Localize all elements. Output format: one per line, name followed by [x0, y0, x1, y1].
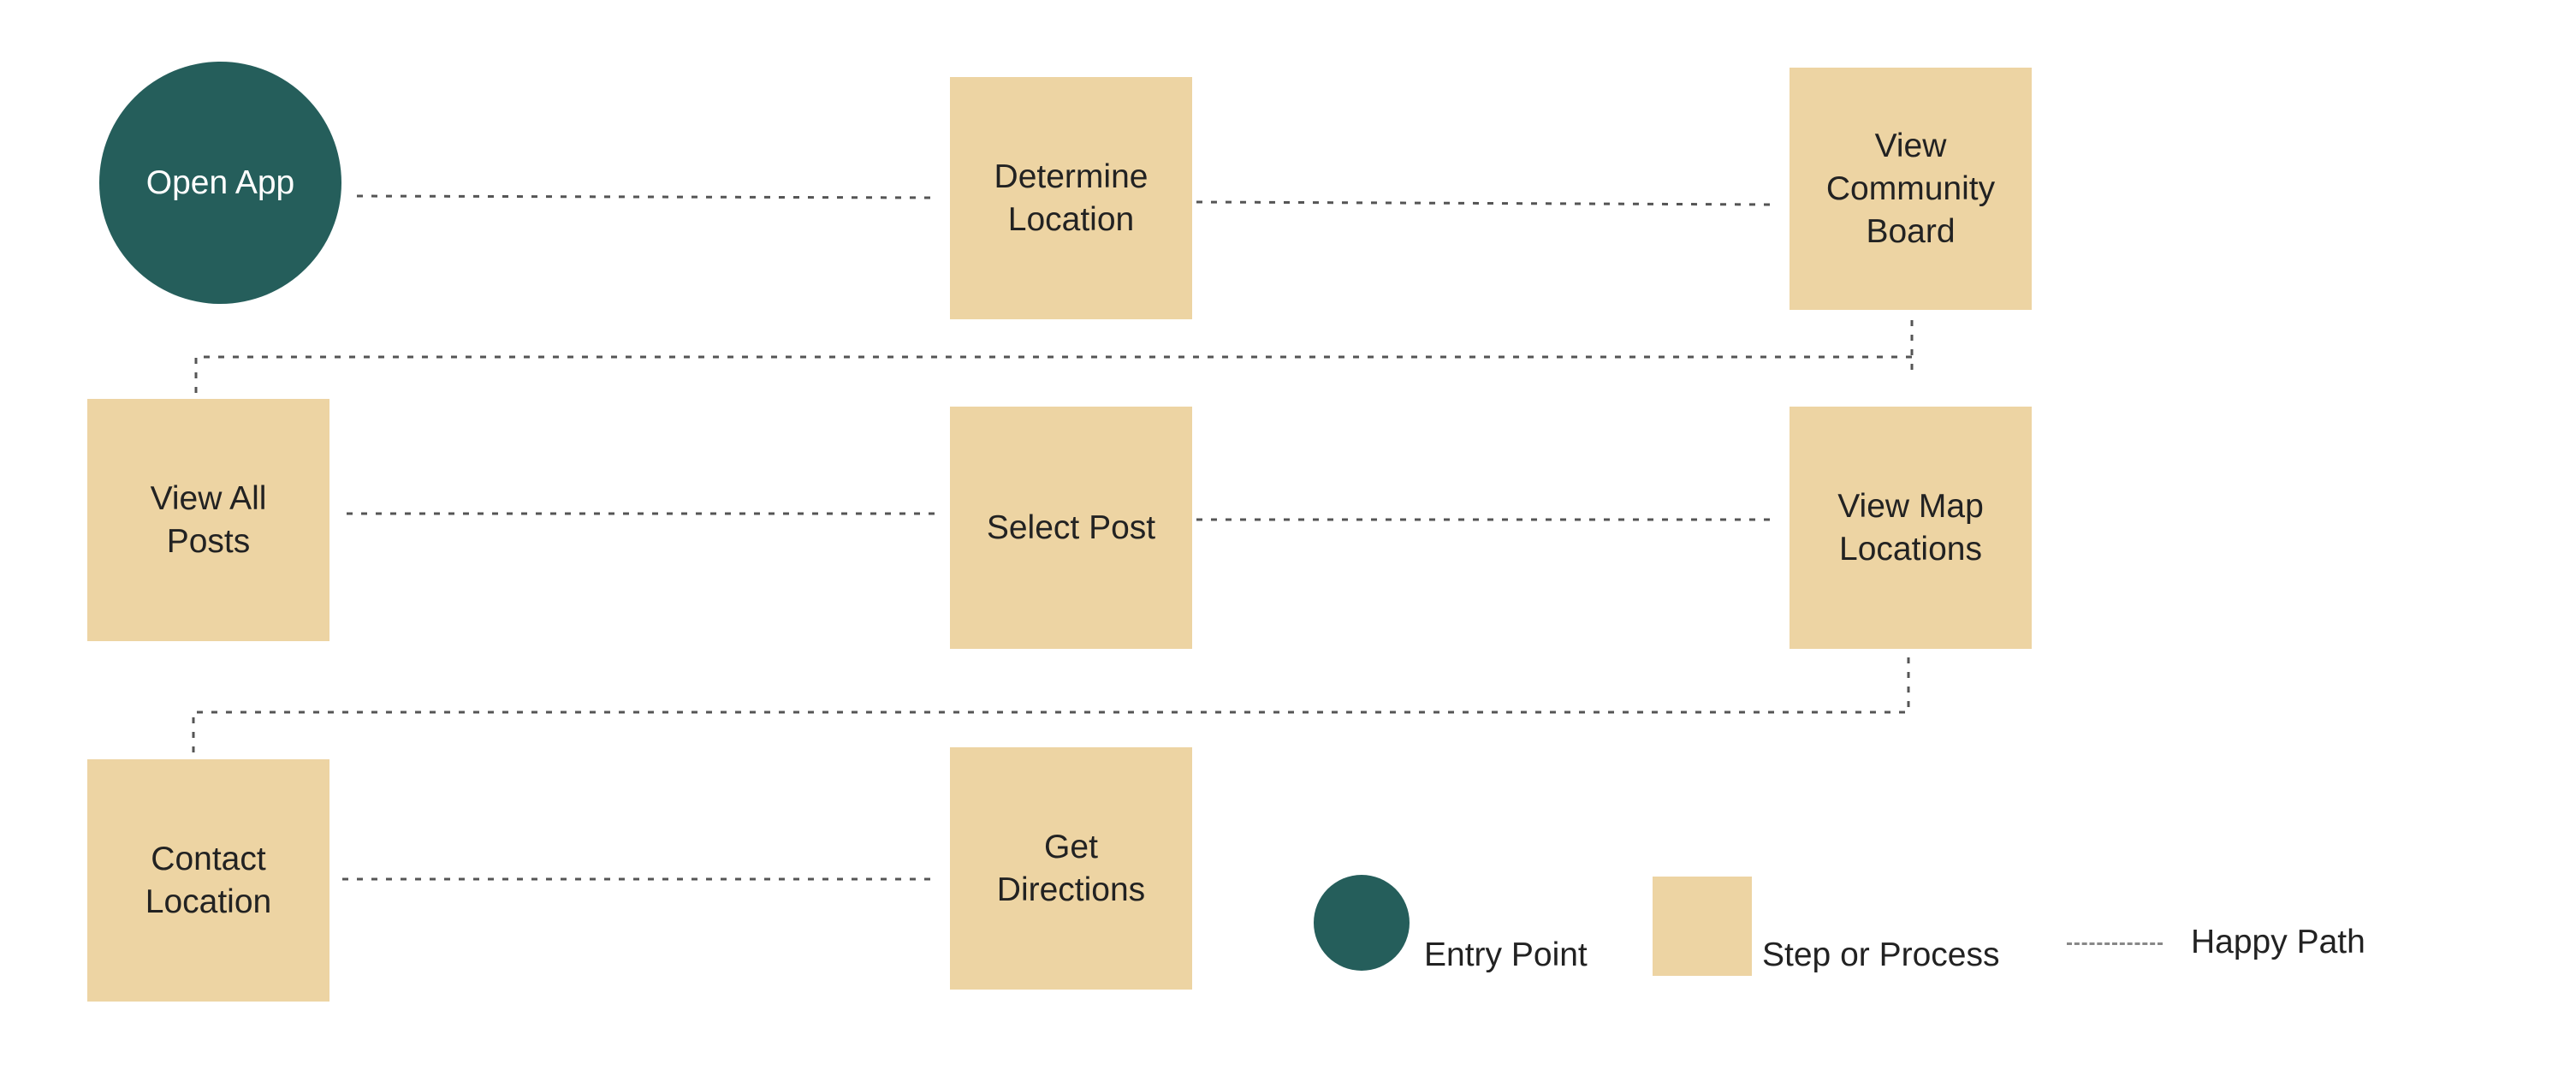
legend-entry-point-swatch	[1314, 875, 1410, 971]
node-view-all-posts-label: View All Posts	[150, 479, 267, 560]
legend-step-label: Step or Process	[1762, 936, 2000, 973]
legend-entry-point-label: Entry Point	[1424, 936, 1588, 973]
node-select-post-label: Select Post	[986, 508, 1156, 546]
node-view-community-board-label: View Community Board	[1825, 127, 1996, 250]
node-view-all-posts: View All Posts	[87, 399, 329, 641]
connector-row2-to-row3	[192, 657, 1910, 753]
node-get-directions: Get Directions	[950, 747, 1192, 990]
node-view-map-locations: View Map Locations	[1790, 407, 2032, 649]
node-open-app: Open App	[99, 62, 341, 304]
connector-row1-to-row2	[194, 355, 1912, 396]
node-get-directions-label: Get Directions	[996, 828, 1146, 908]
connector-determine-location-to-view-community-board	[1196, 200, 1777, 206]
node-determine-location: Determine Location	[950, 77, 1192, 319]
node-view-community-board: View Community Board	[1790, 68, 2032, 310]
node-open-app-label: Open App	[145, 163, 295, 201]
node-contact-location-label: Contact Location	[145, 840, 272, 920]
legend-step-swatch	[1653, 877, 1752, 976]
node-determine-location-label: Determine Location	[994, 158, 1149, 238]
node-select-post: Select Post	[950, 407, 1192, 649]
node-view-map-locations-label: View Map Locations	[1837, 487, 1984, 568]
node-contact-location: Contact Location	[87, 759, 329, 1002]
legend-happy-path-swatch	[2067, 942, 2163, 945]
legend-happy-path-label: Happy Path	[2191, 924, 2365, 960]
connector-open-app-to-determine-location	[356, 194, 936, 199]
